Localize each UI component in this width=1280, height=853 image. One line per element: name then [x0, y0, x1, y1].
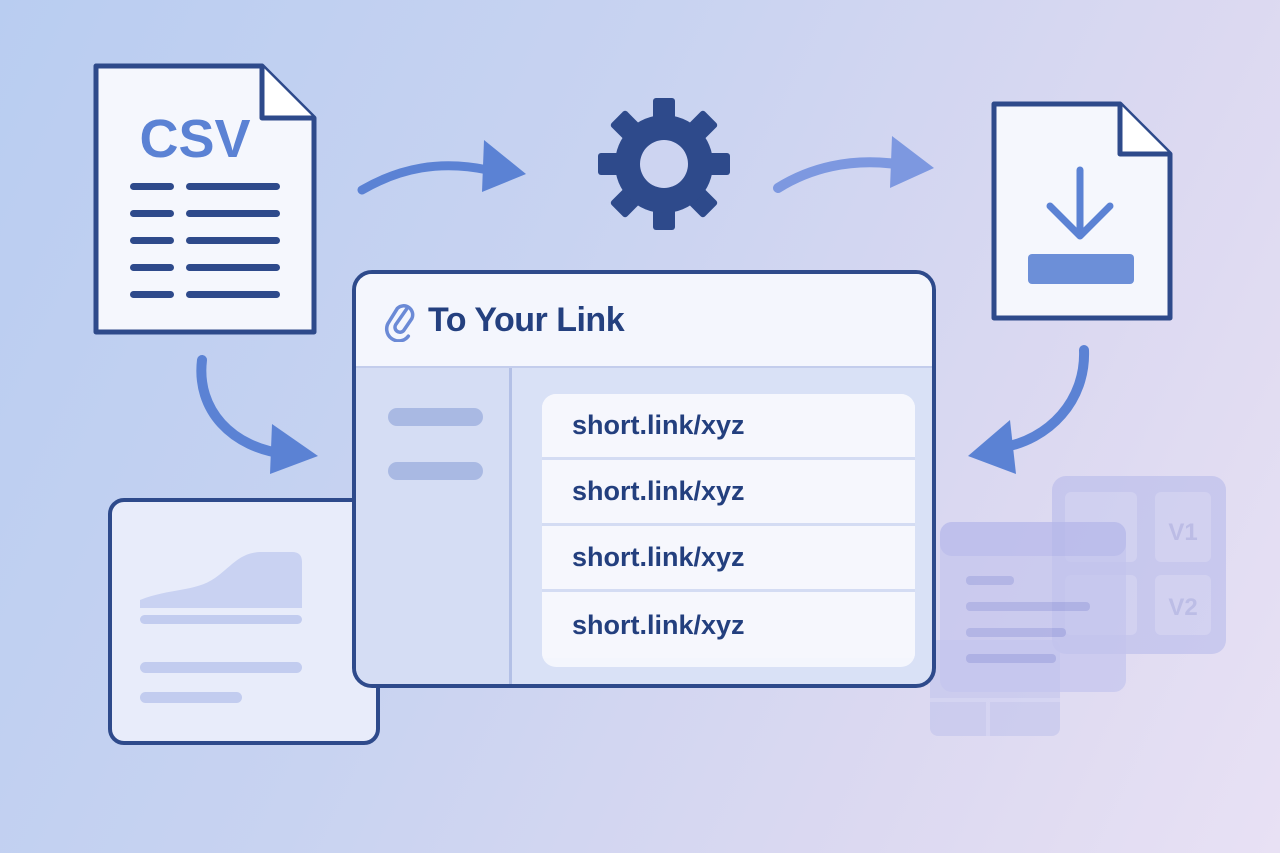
link-item[interactable]: short.link/xyz [542, 460, 915, 526]
link-item[interactable]: short.link/xyz [542, 394, 915, 460]
download-file-icon [991, 101, 1173, 321]
sidebar-item-2[interactable] [388, 462, 483, 480]
link-item[interactable]: short.link/xyz [542, 526, 915, 592]
arrow-csv-to-app [196, 355, 318, 474]
link-list: short.link/xyz short.link/xyz short.link… [542, 394, 915, 667]
sidebar-item-1[interactable] [388, 408, 483, 426]
area-chart-icon [140, 552, 302, 608]
app-header: To Your Link [356, 274, 932, 368]
paperclip-icon [384, 304, 415, 342]
csv-file-icon: CSV [93, 63, 317, 335]
app-window: To Your Link short.link/xyz short.link/x… [352, 270, 936, 688]
report-document [108, 498, 380, 745]
faded-window [940, 522, 1126, 692]
app-title: To Your Link [428, 300, 625, 339]
csv-label: CSV [139, 109, 250, 169]
arrow-csv-to-gear [357, 140, 526, 195]
version-label-v2: V2 [1168, 594, 1197, 621]
download-arrow-icon [1046, 166, 1114, 240]
link-item[interactable]: short.link/xyz [542, 592, 915, 658]
gear-icon [598, 98, 730, 230]
arrow-download-to-app [968, 345, 1090, 474]
arrow-gear-to-download [773, 136, 934, 193]
app-sidebar [356, 368, 512, 684]
version-label-v1: V1 [1168, 519, 1197, 546]
